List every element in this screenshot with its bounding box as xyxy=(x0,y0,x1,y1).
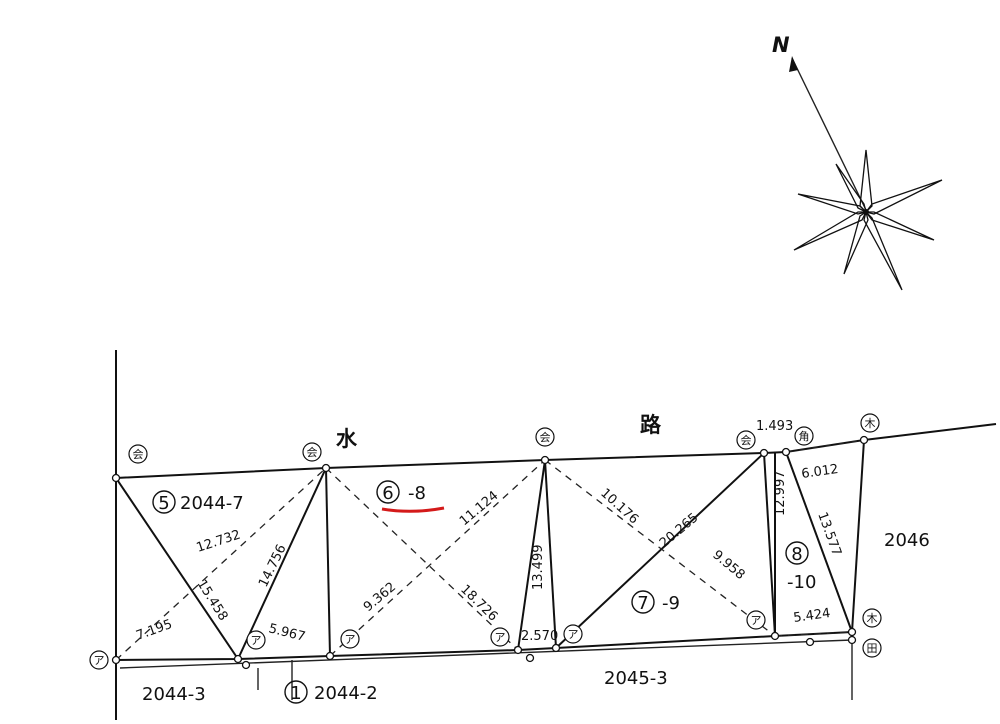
lot-5-text: 2044-7 xyxy=(180,493,244,514)
water-channel-char-1: 水 xyxy=(336,427,358,451)
svg-text:ア: ア xyxy=(94,654,105,667)
svg-text:木: 木 xyxy=(865,417,876,430)
marker-top-5: 角 xyxy=(794,426,814,446)
svg-text:田: 田 xyxy=(867,642,878,655)
lot-6-number: 6 xyxy=(382,483,393,504)
measurement-13499: 13.499 xyxy=(531,545,546,591)
lot-labels: 5 2044-7 6 -8 7 -9 8 -10 1 2044-2 2046 2… xyxy=(142,480,930,705)
measurement-7195: 7.195 xyxy=(134,617,174,644)
water-channel-char-2: 路 xyxy=(640,413,662,437)
marker-top-1: 会 xyxy=(128,444,148,464)
svg-text:ア: ア xyxy=(251,634,262,647)
measurement-9958: 9.958 xyxy=(709,548,747,583)
measurement-14756: 14.756 xyxy=(256,542,289,589)
measurement-1493: 1.493 xyxy=(756,419,793,434)
measurement-6012: 6.012 xyxy=(800,462,839,482)
lot-6-text: -8 xyxy=(408,483,426,504)
lot-7-text: -9 xyxy=(662,593,680,614)
point-markers: 会 会 会 会 角 木 ア ア ア ア ア ア 木 田 xyxy=(89,413,882,670)
marker-bot-2: ア xyxy=(246,630,266,650)
survey-points xyxy=(111,435,869,670)
marker-top-3: 会 xyxy=(535,427,555,447)
marker-bot-1: ア xyxy=(89,650,109,670)
marker-bot-6: ア xyxy=(746,610,766,630)
svg-text:木: 木 xyxy=(867,612,878,625)
measurement-5424: 5.424 xyxy=(792,606,831,626)
svg-text:会: 会 xyxy=(307,446,318,459)
marker-right-1: 木 xyxy=(862,608,882,628)
svg-text:会: 会 xyxy=(540,431,551,444)
marker-top-2: 会 xyxy=(302,442,322,462)
marker-bot-4: ア xyxy=(490,627,510,647)
measurement-18726: 18.726 xyxy=(457,582,500,624)
marker-top-6: 木 xyxy=(860,413,880,433)
marker-top-4: 会 xyxy=(736,430,756,450)
lot-2045-3: 2045-3 xyxy=(604,668,668,689)
svg-text:会: 会 xyxy=(741,434,752,447)
svg-text:ア: ア xyxy=(568,628,579,641)
measurement-5967: 5.967 xyxy=(267,621,307,645)
highlight-underline xyxy=(381,506,445,513)
svg-text:ア: ア xyxy=(751,614,762,627)
marker-right-2: 田 xyxy=(862,638,882,658)
north-arrow-icon: N xyxy=(772,33,943,291)
measurement-2570: 2.570 xyxy=(521,629,558,644)
svg-text:角: 角 xyxy=(799,430,810,443)
marker-bot-3: ア xyxy=(340,629,360,649)
lot-7-number: 7 xyxy=(637,593,648,614)
marker-bot-5: ア xyxy=(563,624,583,644)
lot-1-number: 1 xyxy=(290,683,301,704)
lot-5-number: 5 xyxy=(158,493,169,514)
lot-8-number: 8 xyxy=(791,544,802,565)
svg-text:ア: ア xyxy=(345,633,356,646)
measurement-11124: 11.124 xyxy=(457,488,501,529)
lot-2044-3: 2044-3 xyxy=(142,684,206,705)
measurement-20265: 20.265 xyxy=(657,510,701,551)
measurement-12997: 12.997 xyxy=(773,471,788,517)
lot-2046: 2046 xyxy=(884,530,930,551)
svg-text:会: 会 xyxy=(133,448,144,461)
lot-8-text: -10 xyxy=(787,572,816,593)
measurement-13577: 13.577 xyxy=(814,510,844,558)
measurement-10176: 10.176 xyxy=(597,486,641,528)
svg-text:ア: ア xyxy=(495,631,506,644)
lot-1-text: 2044-2 xyxy=(314,683,378,704)
north-label: N xyxy=(772,33,790,57)
